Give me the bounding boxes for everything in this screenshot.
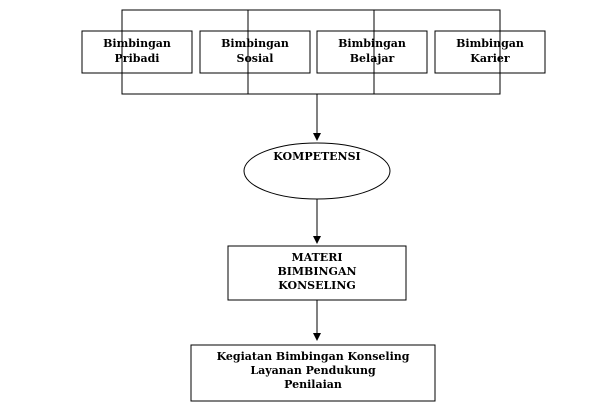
box-label-line1: Bimbingan: [221, 37, 289, 50]
box-label-line1: Bimbingan: [338, 37, 406, 50]
materi-label-line3: KONSELING: [278, 279, 356, 292]
box-label-line2: Belajar: [350, 52, 395, 65]
top-box-belajar: Bimbingan Belajar: [316, 30, 428, 74]
kompetensi-label: KOMPETENSI: [273, 150, 360, 163]
box-label-line1: Bimbingan: [456, 37, 524, 50]
box-label-line2: Sosial: [237, 52, 274, 65]
materi-node: MATERI BIMBINGAN KONSELING: [227, 245, 407, 301]
box-outline: [81, 30, 193, 74]
materi-label-line1: MATERI: [292, 251, 343, 264]
kegiatan-label-line2: Layanan Pendukung: [250, 364, 376, 377]
box-label-line2: Karier: [470, 52, 510, 65]
kegiatan-node: Kegiatan Bimbingan Konseling Layanan Pen…: [190, 344, 436, 402]
top-box-sosial: Bimbingan Sosial: [199, 30, 311, 74]
kegiatan-label-line3: Penilaian: [284, 378, 342, 391]
box-outline: [316, 30, 428, 74]
bracket-outline: [121, 9, 501, 95]
materi-label-line2: BIMBINGAN: [277, 265, 356, 278]
top-box-karier: Bimbingan Karier: [434, 30, 546, 74]
box-outline: [434, 30, 546, 74]
top-bracket-frame: [121, 9, 501, 95]
box-outline: [199, 30, 311, 74]
top-box-pribadi: Bimbingan Pribadi: [81, 30, 193, 74]
kegiatan-label-line1: Kegiatan Bimbingan Konseling: [217, 350, 410, 363]
kegiatan-box: [190, 344, 436, 402]
box-label-line1: Bimbingan: [103, 37, 171, 50]
kompetensi-node: KOMPETENSI: [243, 142, 391, 200]
box-label-line2: Pribadi: [115, 52, 160, 65]
